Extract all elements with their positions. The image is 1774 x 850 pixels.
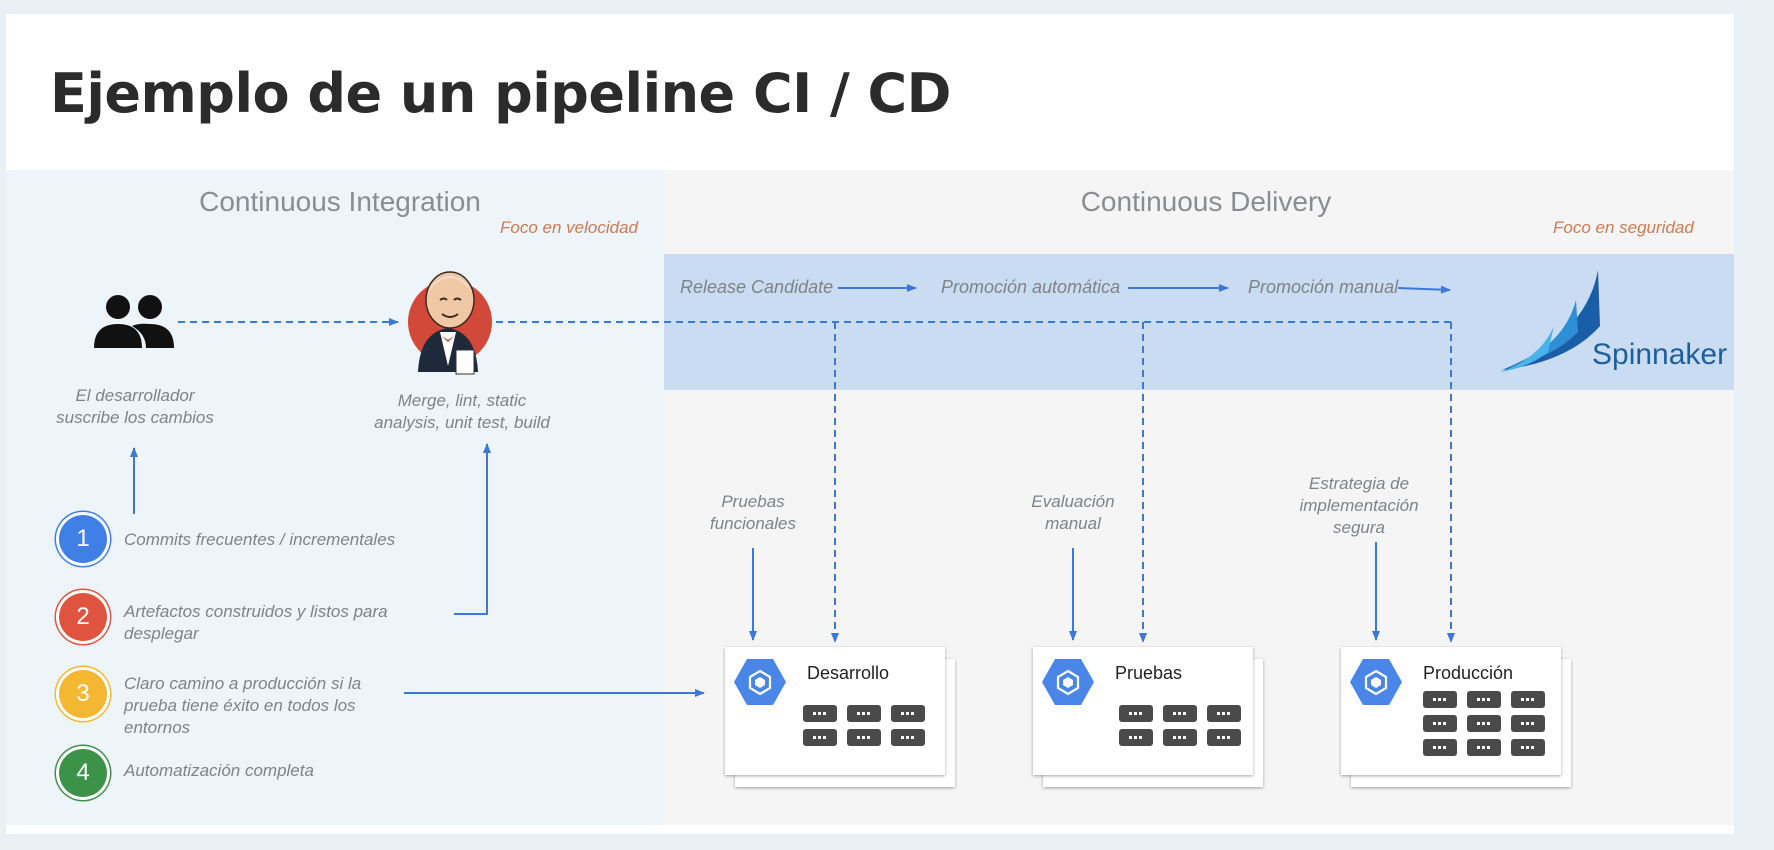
server-icon	[1467, 715, 1501, 732]
server-icon	[1207, 705, 1241, 722]
compute-engine-icon	[734, 659, 786, 705]
step-4-number: 4	[76, 759, 90, 786]
compute-engine-icon	[1350, 659, 1402, 705]
annotation-safe-deployment-line2: implementación	[1299, 496, 1419, 515]
annotation-safe-deployment: Estrategia de implementación segura	[1281, 473, 1437, 539]
env-name: Desarrollo	[807, 663, 890, 683]
env-card-pruebas[interactable]: Pruebas	[1033, 647, 1253, 775]
server-icon	[1511, 739, 1545, 756]
stage-release-candidate: Release Candidate	[680, 277, 834, 297]
cd-section-title: Continuous Delivery	[1080, 186, 1332, 217]
cd-focus-label: Foco en seguridad	[1553, 218, 1694, 237]
annotation-functional-tests: Pruebas funcionales	[693, 491, 813, 535]
ci-section-title: Continuous Integration	[199, 186, 481, 217]
server-icon	[1467, 691, 1501, 708]
spinnaker-label: Spinnaker	[1592, 338, 1728, 371]
stage-manual-promotion: Promoción manual	[1248, 277, 1399, 297]
developers-icon	[94, 295, 174, 348]
server-icon	[1467, 739, 1501, 756]
server-icon	[891, 729, 925, 746]
server-icon	[803, 729, 837, 746]
developer-caption-line2: suscribe los cambios	[56, 408, 214, 427]
server-icon	[1423, 715, 1457, 732]
jenkins-caption-line1: Merge, lint, static	[397, 391, 527, 410]
server-icon	[1207, 729, 1241, 746]
server-icon	[1511, 715, 1545, 732]
annotation-manual-evaluation: Evaluación manual	[1013, 491, 1133, 535]
server-icon	[847, 729, 881, 746]
annotation-manual-evaluation-line2: manual	[1045, 514, 1101, 533]
server-grid	[1119, 705, 1241, 746]
server-grid	[803, 705, 925, 746]
spinnaker-sail-icon	[1500, 270, 1600, 372]
server-icon	[1119, 705, 1153, 722]
server-icon	[891, 705, 925, 722]
server-icon	[1511, 691, 1545, 708]
jenkins-icon	[408, 271, 492, 375]
jenkins-caption: Merge, lint, static analysis, unit test,…	[352, 390, 572, 434]
step-3-text: Claro camino a producción si la prueba t…	[124, 674, 362, 737]
server-grid	[1423, 691, 1545, 756]
server-icon	[1163, 705, 1197, 722]
stage-auto-promotion: Promoción automática	[941, 277, 1121, 297]
developer-caption-line1: El desarrollador	[75, 386, 195, 405]
step-3-badge: 3	[59, 670, 107, 718]
server-icon	[847, 705, 881, 722]
annotation-manual-evaluation-line1: Evaluación	[1031, 492, 1115, 511]
annotation-functional-tests-line1: Pruebas	[721, 492, 785, 511]
server-icon	[1163, 729, 1197, 746]
step-1-badge: 1	[59, 515, 107, 563]
server-icon	[1423, 739, 1457, 756]
server-icon	[1119, 729, 1153, 746]
annotation-functional-tests-line2: funcionales	[709, 514, 796, 533]
step-2-text: Artefactos construidos y listos para des…	[124, 602, 388, 643]
step-1-text: Commits frecuentes / incrementales	[124, 530, 396, 549]
step-3-number: 3	[76, 680, 90, 707]
env-name: Pruebas	[1115, 663, 1183, 683]
compute-engine-icon	[1042, 659, 1094, 705]
step-1-number: 1	[76, 525, 90, 552]
env-card-desarrollo[interactable]: Desarrollo	[725, 647, 945, 775]
developer-caption: El desarrollador suscribe los cambios	[42, 385, 228, 429]
slide-title: Ejemplo de un pipeline CI / CD	[50, 62, 951, 125]
jenkins-caption-line2: analysis, unit test, build	[374, 413, 550, 432]
ci-focus-label: Foco en velocidad	[500, 218, 638, 237]
step-4-text: Automatización completa	[124, 761, 314, 780]
annotation-safe-deployment-line3: segura	[1333, 518, 1385, 537]
step-4-badge: 4	[59, 749, 107, 797]
server-icon	[1423, 691, 1457, 708]
step-2-number: 2	[76, 603, 90, 630]
ci-section-background	[6, 170, 664, 825]
env-card-produccion[interactable]: Producción	[1341, 647, 1561, 775]
annotation-safe-deployment-line1: Estrategia de	[1308, 474, 1410, 493]
env-name: Producción	[1423, 663, 1514, 683]
step-2-badge: 2	[59, 593, 107, 641]
server-icon	[803, 705, 837, 722]
